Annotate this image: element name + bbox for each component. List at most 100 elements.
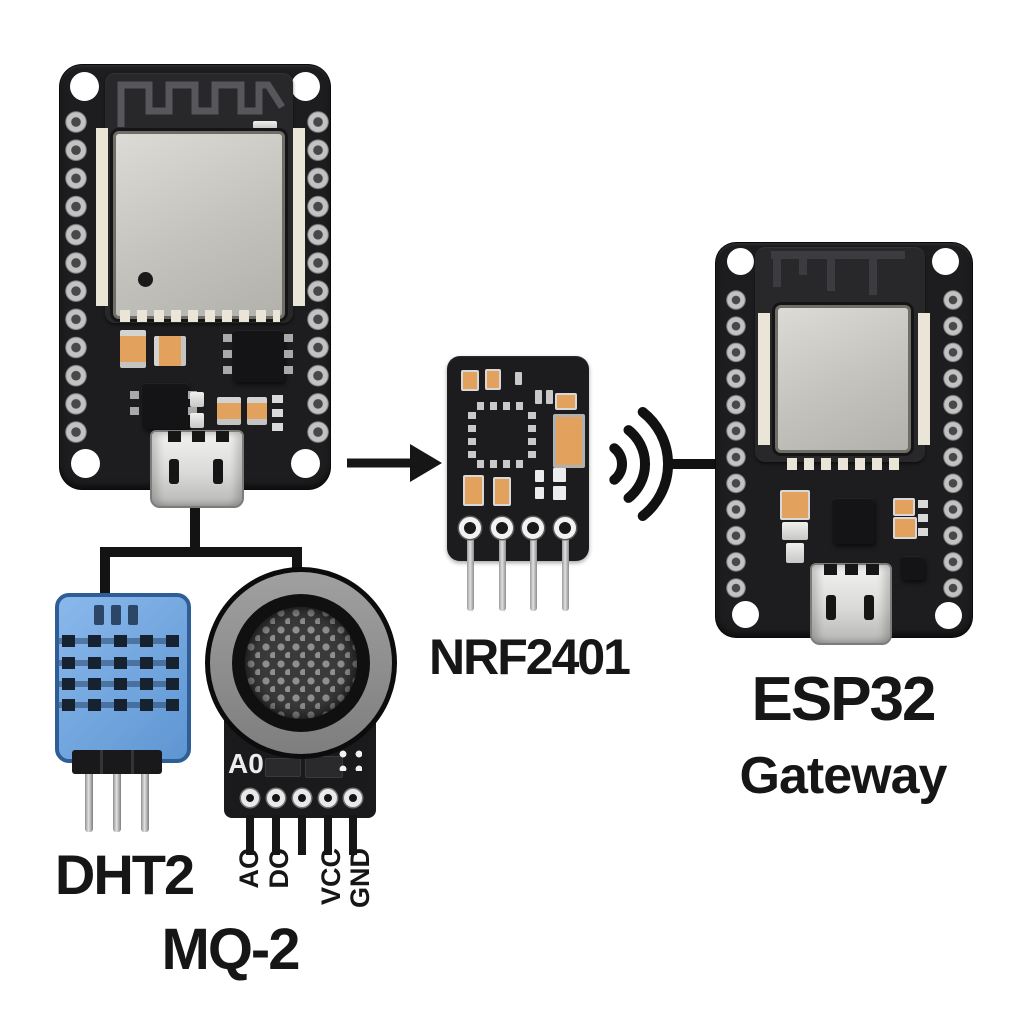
dht-pin	[141, 774, 149, 832]
smd-component	[190, 413, 204, 428]
smd-component	[515, 372, 522, 385]
mq2-silk-text: A0	[228, 748, 264, 779]
mq2-pin	[298, 815, 306, 855]
smd-component	[553, 486, 566, 500]
capacitor	[154, 336, 186, 366]
ic-pads	[468, 412, 476, 458]
through-hole	[554, 517, 576, 539]
main-chip	[832, 498, 874, 544]
esp32-wifi-module	[105, 73, 293, 323]
connection-line-junction	[100, 547, 302, 557]
through-hole	[522, 517, 544, 539]
mq2-pin-label-ao: AO	[234, 848, 264, 889]
solder-pads	[120, 310, 280, 322]
mounting-hole	[70, 72, 99, 101]
radio-waves-icon	[609, 407, 724, 521]
through-hole	[491, 517, 513, 539]
mounting-hole	[727, 248, 754, 275]
chip-pins	[188, 391, 197, 423]
smd-component	[535, 470, 544, 482]
mq2-pin	[324, 815, 332, 855]
mq2-pin-label-gnd: GND	[345, 848, 375, 908]
smd-resistors	[272, 395, 283, 431]
chip-pins	[284, 334, 293, 380]
capacitor	[780, 490, 810, 520]
mq2-pin	[349, 815, 357, 855]
capacitor	[120, 330, 146, 368]
mounting-hole	[291, 449, 320, 478]
solder-pads	[787, 458, 901, 470]
header-pin	[467, 528, 474, 611]
mq2-pin-label-vcc: VCC	[316, 848, 346, 906]
crystal	[553, 414, 585, 468]
connection-line-mq2	[292, 547, 302, 579]
through-hole	[241, 789, 259, 807]
smd-component	[546, 390, 553, 404]
ic-pads	[477, 402, 527, 410]
antenna-trace	[771, 251, 905, 295]
dht-pin	[85, 774, 93, 832]
nrf-label: NRF2401	[429, 629, 631, 685]
chip-pins	[130, 391, 139, 423]
smd-component	[305, 756, 343, 778]
connection-line-dht	[100, 547, 110, 599]
header-pin	[562, 528, 569, 611]
smd-component	[253, 121, 277, 129]
micro-usb-port	[150, 430, 244, 508]
pin-header-holes-left	[723, 287, 749, 601]
pin-header-holes-left	[63, 108, 89, 447]
solder-pads	[96, 128, 108, 306]
mounting-hole	[291, 72, 320, 101]
capacitor	[247, 397, 267, 425]
dht-pin	[113, 774, 121, 832]
mounting-hole	[932, 248, 959, 275]
dht-label: DHT2	[54, 843, 195, 906]
capacitor	[463, 475, 484, 506]
chip-pins	[223, 334, 232, 380]
metal-shield	[113, 131, 285, 319]
capacitor	[893, 517, 917, 539]
esp32-sensor-board	[60, 65, 331, 508]
pin-header-holes-right	[940, 287, 966, 601]
mounting-hole	[732, 601, 759, 628]
solder-pads	[918, 313, 930, 445]
esp32-gateway-board	[716, 243, 972, 645]
smd-component	[265, 758, 301, 777]
through-hole	[267, 789, 285, 807]
smd-component	[535, 390, 542, 404]
capacitor	[893, 498, 915, 516]
through-hole	[344, 789, 362, 807]
mounting-hole	[71, 449, 100, 478]
through-hole	[319, 789, 337, 807]
through-hole	[459, 517, 481, 539]
metal-shield	[775, 305, 911, 453]
header-pin	[530, 528, 537, 611]
mq2-sensor	[205, 567, 397, 759]
header-pin	[499, 528, 506, 611]
mounting-hole	[935, 602, 962, 629]
smd-component	[782, 522, 808, 540]
mq2-pin-label-do: DO	[264, 848, 294, 889]
solder-pads	[293, 128, 305, 306]
capacitor	[555, 393, 577, 410]
smd-component	[553, 468, 566, 482]
mq2-sensor-mesh	[245, 607, 357, 719]
pin1-dot	[138, 272, 153, 287]
ic-pads	[528, 412, 536, 458]
dht-sensor	[55, 593, 191, 763]
nrf24-radio-module	[447, 356, 589, 611]
micro-usb-port	[810, 563, 892, 645]
through-hole	[293, 789, 311, 807]
ic-pads	[477, 460, 527, 468]
pin-header-holes-right	[305, 108, 331, 447]
arrow-right-icon	[347, 444, 442, 482]
mq2-label: MQ-2	[161, 917, 301, 982]
smd-component	[535, 487, 544, 499]
voltage-regulator	[142, 383, 188, 429]
gateway-title: ESP32	[751, 665, 936, 734]
antenna-trace	[117, 81, 285, 127]
capacitor	[485, 369, 501, 390]
smd-resistors	[918, 500, 928, 538]
capacitor	[493, 477, 511, 506]
